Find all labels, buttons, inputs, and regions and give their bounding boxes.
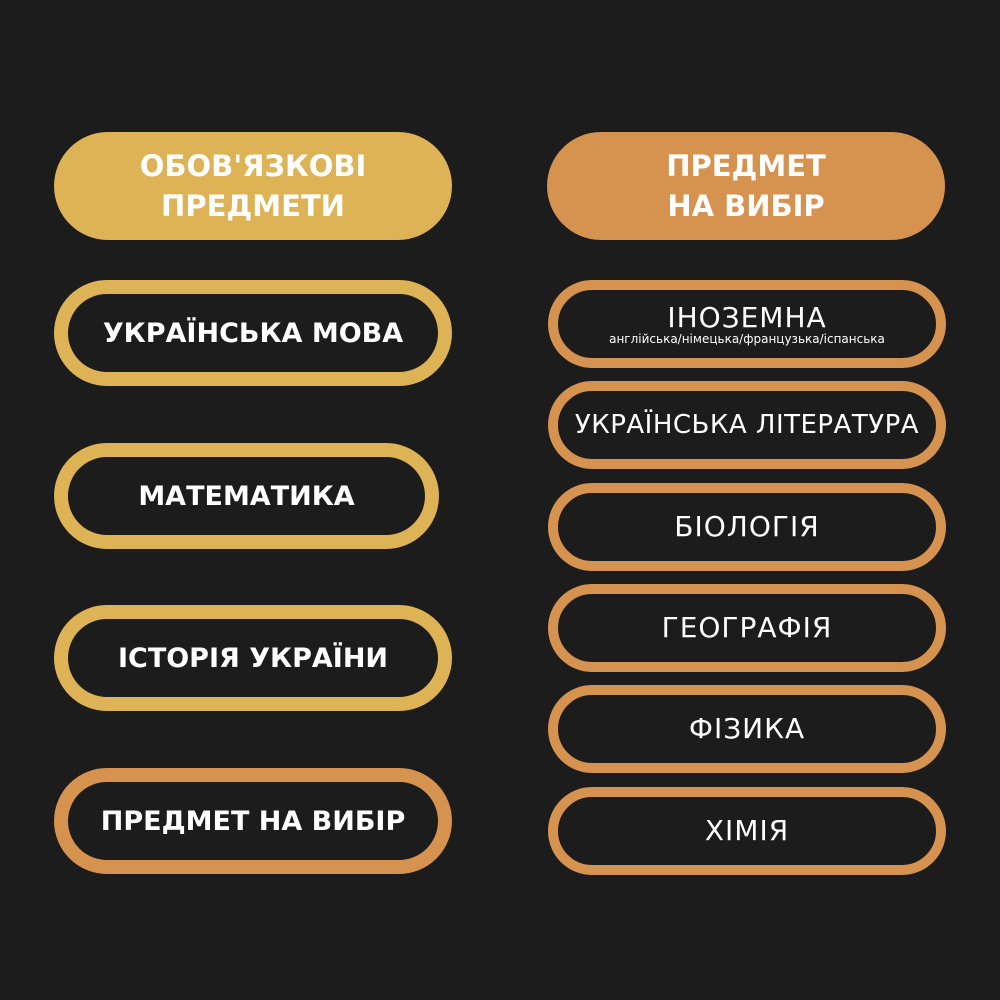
elective-subject-chemistry: ХІМІЯ: [548, 787, 946, 875]
subject-label: ІСТОРІЯ УКРАЇНИ: [117, 642, 389, 674]
mandatory-subjects-header: ОБОВ'ЯЗКОВІ ПРЕДМЕТИ: [54, 132, 452, 240]
subject-label: МАТЕМАТИКА: [138, 480, 355, 512]
subject-label: ФІЗИКА: [688, 712, 806, 745]
subject-label: БІОЛОГІЯ: [674, 510, 820, 543]
mandatory-header-line2: ПРЕДМЕТИ: [161, 189, 345, 223]
elective-subject-foreign-language: ІНОЗЕМНА англійська/німецька/французька/…: [548, 280, 946, 368]
mandatory-subject-elective-slot: ПРЕДМЕТ НА ВИБІР: [54, 768, 452, 874]
subject-label: УКРАЇНСЬКА ЛІТЕРАТУРА: [574, 410, 920, 440]
subject-label: ГЕОГРАФІЯ: [661, 611, 833, 644]
mandatory-header-line1: ОБОВ'ЯЗКОВІ: [139, 149, 367, 183]
subject-label: ПРЕДМЕТ НА ВИБІР: [100, 805, 406, 837]
subject-sublabel: англійська/німецька/французька/іспанська: [609, 332, 885, 346]
elective-subject-biology: БІОЛОГІЯ: [548, 483, 946, 571]
mandatory-subject-ukrainian-language: УКРАЇНСЬКА МОВА: [54, 280, 452, 386]
subject-label: ХІМІЯ: [704, 814, 790, 847]
subject-label: УКРАЇНСЬКА МОВА: [102, 317, 404, 349]
elective-header-line1: ПРЕДМЕТ: [666, 149, 826, 183]
elective-subjects-header: ПРЕДМЕТ НА ВИБІР: [547, 132, 945, 240]
mandatory-subject-history-of-ukraine: ІСТОРІЯ УКРАЇНИ: [54, 605, 452, 711]
elective-subject-ukrainian-literature: УКРАЇНСЬКА ЛІТЕРАТУРА: [548, 381, 946, 469]
elective-subject-geography: ГЕОГРАФІЯ: [548, 584, 946, 672]
subject-label: ІНОЗЕМНА: [667, 301, 827, 334]
elective-header-line2: НА ВИБІР: [667, 189, 825, 223]
elective-subject-physics: ФІЗИКА: [548, 685, 946, 773]
mandatory-subject-mathematics: МАТЕМАТИКА: [54, 443, 439, 549]
